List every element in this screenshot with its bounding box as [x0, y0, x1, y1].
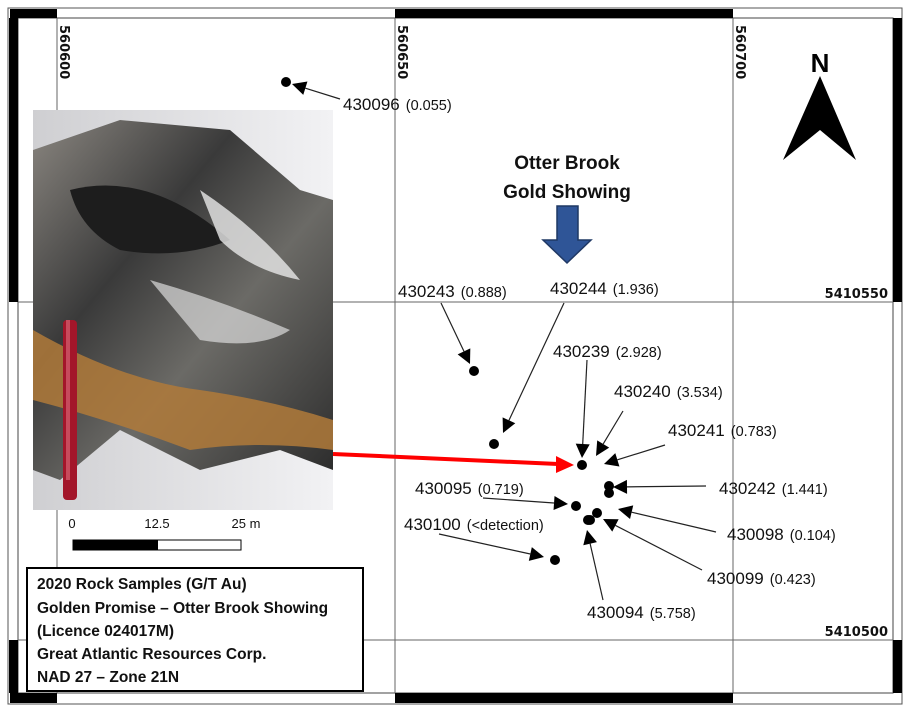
- leader-line: [617, 444, 666, 461]
- sample-point-icon: [604, 481, 614, 491]
- arrowhead-icon: [618, 505, 634, 520]
- sample-assay-value: (3.534): [677, 385, 723, 401]
- sample-430244: 430244 (1.936): [489, 279, 659, 449]
- arrowhead-icon: [613, 479, 628, 494]
- north-arrow-icon: N: [783, 48, 856, 160]
- sample-id: 430099: [707, 569, 764, 588]
- arrowhead-icon: [553, 496, 568, 510]
- leader-line: [602, 410, 624, 445]
- sample-id: 430100: [404, 515, 461, 534]
- scale-bar: 0 12.5 25 m: [68, 516, 261, 551]
- leader-line: [589, 543, 604, 601]
- leader-line: [482, 497, 555, 504]
- sample-id: 430244: [550, 279, 607, 298]
- sample-assay-value: (<detection): [467, 518, 544, 534]
- sample-assay-value: (0.888): [461, 285, 507, 301]
- showing-title: Gold Showing: [503, 182, 631, 203]
- arrowhead-icon: [583, 530, 597, 546]
- northing-label: 5410550: [825, 287, 888, 302]
- svg-text:N: N: [811, 48, 830, 78]
- svg-text:NAD 27 – Zone 21N: NAD 27 – Zone 21N: [37, 669, 179, 686]
- sample-id: 430096: [343, 95, 400, 114]
- sample-assay-value: (0.423): [770, 572, 816, 588]
- sample-point-icon: [577, 460, 587, 470]
- sample-id: 430095: [415, 479, 472, 498]
- svg-text:12.5: 12.5: [144, 516, 169, 531]
- leader-line: [615, 524, 703, 571]
- sample-point-icon: [281, 77, 291, 87]
- sample-assay-value: (0.783): [731, 424, 777, 440]
- sample-id: 430242: [719, 479, 776, 498]
- sample-430100: 430100 (<detection): [404, 515, 560, 565]
- easting-label: 560700: [732, 25, 747, 79]
- sample-assay-value: (0.055): [406, 98, 452, 114]
- sample-430240: 430240 (3.534): [596, 382, 723, 456]
- sample-430095: 430095 (0.719): [415, 479, 581, 511]
- sample-assay-value: (2.928): [616, 345, 662, 361]
- sample-assay-value: (1.441): [782, 482, 828, 498]
- sample-point-icon: [489, 439, 499, 449]
- leader-line: [631, 511, 717, 533]
- svg-text:0: 0: [68, 516, 75, 531]
- arrowhead-icon: [575, 443, 590, 458]
- leader-line: [508, 302, 565, 421]
- sample-id: 430094: [587, 603, 644, 622]
- svg-text:Great Atlantic Resources Corp.: Great Atlantic Resources Corp.: [37, 646, 266, 663]
- sample-430094: 430094 (5.758): [583, 515, 696, 622]
- leader-line: [438, 533, 531, 555]
- arrowhead-icon: [528, 547, 544, 561]
- sample-430242: 430242 (1.441): [604, 479, 828, 498]
- sample-point-icon: [550, 555, 560, 565]
- arrowhead-icon: [502, 417, 516, 433]
- leader-line: [626, 485, 707, 488]
- svg-text:Golden Promise – Otter Brook S: Golden Promise – Otter Brook Showing: [37, 600, 328, 617]
- sample-430243: 430243 (0.888): [398, 282, 507, 376]
- arrowhead-icon: [457, 348, 471, 364]
- svg-text:2020 Rock Samples (G/T Au): 2020 Rock Samples (G/T Au): [37, 576, 247, 593]
- highlight-arrow-icon: [332, 452, 574, 473]
- sample-point-icon: [592, 508, 602, 518]
- sample-point-icon: [585, 515, 595, 525]
- sample-430096: 430096 (0.055): [281, 77, 452, 114]
- sample-430239: 430239 (2.928): [553, 342, 662, 470]
- sample-id: 430243: [398, 282, 455, 301]
- leader-line: [582, 359, 588, 445]
- sample-id: 430239: [553, 342, 610, 361]
- legend-box: 2020 Rock Samples (G/T Au) Golden Promis…: [26, 567, 364, 692]
- rock-sample-photo: [33, 110, 333, 510]
- sample-id: 430241: [668, 421, 725, 440]
- showing-title: Otter Brook: [514, 153, 620, 174]
- sample-assay-value: (1.936): [613, 282, 659, 298]
- leader-line: [305, 87, 341, 100]
- sample-assay-value: (0.104): [790, 528, 836, 544]
- sample-id: 430240: [614, 382, 671, 401]
- arrowhead-icon: [292, 81, 308, 95]
- arrowhead-icon: [596, 440, 610, 456]
- easting-label: 560650: [394, 25, 409, 79]
- sample-430241: 430241 (0.783): [604, 421, 777, 467]
- showing-arrow-icon: [541, 205, 593, 265]
- svg-text:(Licence 024017M): (Licence 024017M): [37, 623, 174, 640]
- northing-label: 5410500: [825, 625, 888, 640]
- sample-id: 430098: [727, 525, 784, 544]
- arrowhead-icon: [604, 453, 620, 467]
- sample-assay-value: (5.758): [650, 606, 696, 622]
- sample-point-icon: [604, 488, 614, 498]
- easting-label: 560600: [56, 25, 71, 79]
- sample-points: 430096(0.055)430243(0.888)430244(1.936)4…: [281, 77, 836, 622]
- arrowhead-icon: [603, 519, 619, 532]
- sample-assay-value: (0.719): [478, 482, 524, 498]
- leader-line: [440, 302, 465, 352]
- sample-point-icon: [469, 366, 479, 376]
- svg-text:25 m: 25 m: [232, 516, 261, 531]
- sample-430098: 430098 (0.104): [592, 505, 836, 544]
- sample-point-icon: [571, 501, 581, 511]
